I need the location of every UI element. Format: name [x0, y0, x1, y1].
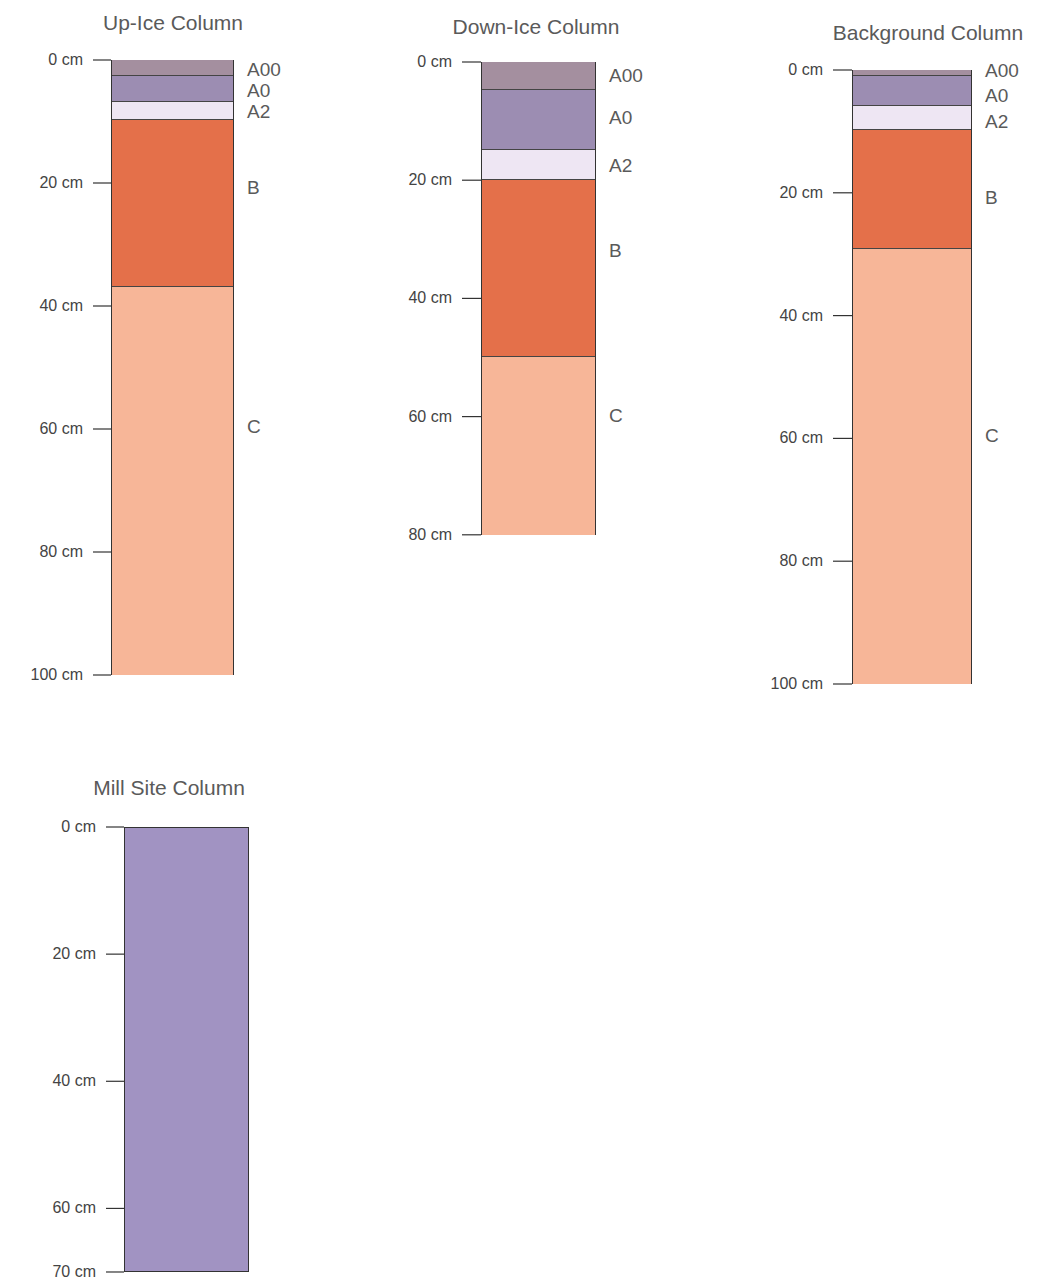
depth-label: 40 cm [779, 306, 823, 326]
soil-horizon: A00 [112, 60, 233, 76]
soil-horizon: C [482, 357, 595, 535]
soil-column: Up-Ice ColumnA00A0A2BC [111, 60, 234, 675]
depth-tick [93, 59, 111, 60]
depth-label: 40 cm [408, 288, 452, 308]
horizon-label: A00 [985, 60, 1019, 82]
depth-label: 0 cm [61, 817, 96, 837]
depth-label: 60 cm [779, 428, 823, 448]
horizon-label: B [985, 187, 998, 209]
soil-horizon: C [853, 249, 971, 684]
depth-tick [462, 61, 481, 62]
horizon-label: C [985, 425, 999, 447]
depth-label: 60 cm [408, 407, 452, 427]
soil-horizon: A00 [482, 62, 595, 90]
soil-column: Mill Site Column [124, 827, 249, 1272]
soil-horizon: A0 [853, 76, 971, 106]
soil-horizon: B [112, 120, 233, 287]
depth-tick [462, 180, 481, 181]
depth-label: 80 cm [779, 551, 823, 571]
horizon-label: A2 [609, 155, 632, 177]
horizon-label: B [247, 177, 260, 199]
depth-label: 20 cm [39, 173, 83, 193]
horizon-label: C [247, 416, 261, 438]
depth-tick [93, 182, 111, 183]
depth-tick [462, 298, 481, 299]
depth-label: 80 cm [39, 542, 83, 562]
depth-tick [93, 305, 111, 306]
column-title: Mill Site Column [93, 775, 245, 801]
soil-horizon: B [853, 130, 971, 249]
horizon-label: A00 [247, 59, 281, 81]
soil-horizon: A2 [853, 106, 971, 130]
depth-tick [93, 428, 111, 429]
depth-tick [833, 69, 852, 70]
depth-tick [106, 1208, 124, 1209]
column-title: Up-Ice Column [103, 10, 243, 36]
depth-label: 0 cm [48, 50, 83, 70]
soil-horizon: B [482, 180, 595, 357]
soil-horizon: C [112, 287, 233, 675]
depth-label: 80 cm [408, 525, 452, 545]
depth-tick [106, 826, 124, 827]
column-title: Background Column [833, 20, 1023, 46]
depth-tick [462, 416, 481, 417]
depth-tick [462, 534, 481, 535]
depth-tick [106, 954, 124, 955]
depth-label: 100 cm [771, 674, 823, 694]
column-title: Down-Ice Column [453, 14, 620, 40]
depth-tick [93, 674, 111, 675]
depth-tick [833, 683, 852, 684]
depth-label: 20 cm [779, 183, 823, 203]
depth-label: 60 cm [39, 419, 83, 439]
horizon-label: A2 [247, 101, 270, 123]
horizon-label: A00 [609, 65, 643, 87]
depth-label: 40 cm [52, 1071, 96, 1091]
depth-label: 20 cm [408, 170, 452, 190]
depth-tick [833, 315, 852, 316]
soil-horizon: A2 [112, 102, 233, 120]
depth-label: 60 cm [52, 1198, 96, 1218]
horizon-label: A0 [247, 80, 270, 102]
soil-horizon: A2 [482, 150, 595, 180]
depth-label: 40 cm [39, 296, 83, 316]
horizon-label: A2 [985, 111, 1008, 133]
depth-tick [106, 1271, 124, 1272]
depth-tick [833, 561, 852, 562]
depth-tick [833, 192, 852, 193]
depth-tick [106, 1081, 124, 1082]
horizon-label: B [609, 240, 622, 262]
depth-label: 100 cm [31, 665, 83, 685]
depth-label: 0 cm [417, 52, 452, 72]
soil-horizon: A0 [112, 76, 233, 102]
depth-label: 70 cm [52, 1262, 96, 1281]
horizon-label: C [609, 405, 623, 427]
horizon-label: A0 [609, 107, 632, 129]
depth-tick [93, 551, 111, 552]
soil-column: Down-Ice ColumnA00A0A2BC [481, 62, 596, 535]
soil-column: Background ColumnA00A0A2BC [852, 70, 972, 684]
depth-label: 20 cm [52, 944, 96, 964]
soil-horizon: A0 [482, 90, 595, 150]
depth-tick [833, 438, 852, 439]
depth-label: 0 cm [788, 60, 823, 80]
horizon-label: A0 [985, 85, 1008, 107]
